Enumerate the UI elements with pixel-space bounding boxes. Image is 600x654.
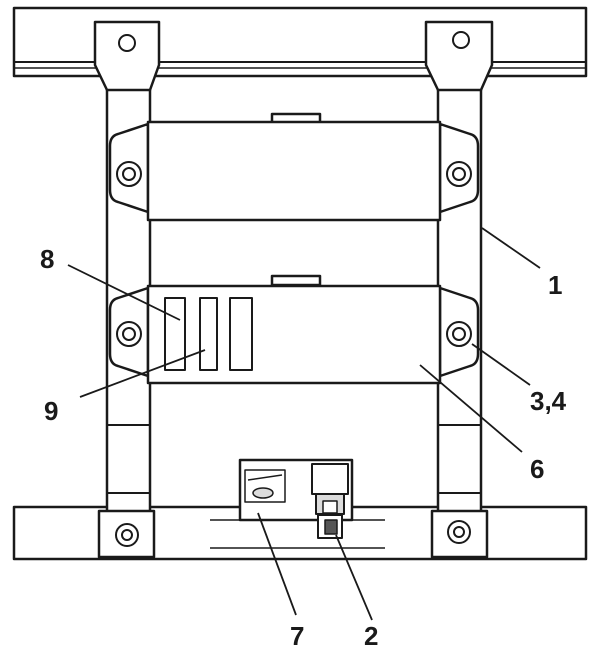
callout-7: 7 [290,621,304,651]
upper-module [108,112,480,222]
callout-3-4: 3,4 [530,386,567,416]
callout-2: 2 [364,621,378,651]
terminal-block [238,458,354,539]
indicator-window-9 [199,297,218,371]
callout-labels: 1 3,4 6 8 9 7 2 [40,244,567,651]
bolts [115,31,472,547]
callout-6: 6 [530,454,544,484]
callout-8: 8 [40,244,54,274]
indicator-window-3 [229,297,253,371]
leader-lines [67,227,541,621]
callout-1: 1 [548,270,562,300]
lower-module [108,274,480,385]
callout-9: 9 [44,396,58,426]
